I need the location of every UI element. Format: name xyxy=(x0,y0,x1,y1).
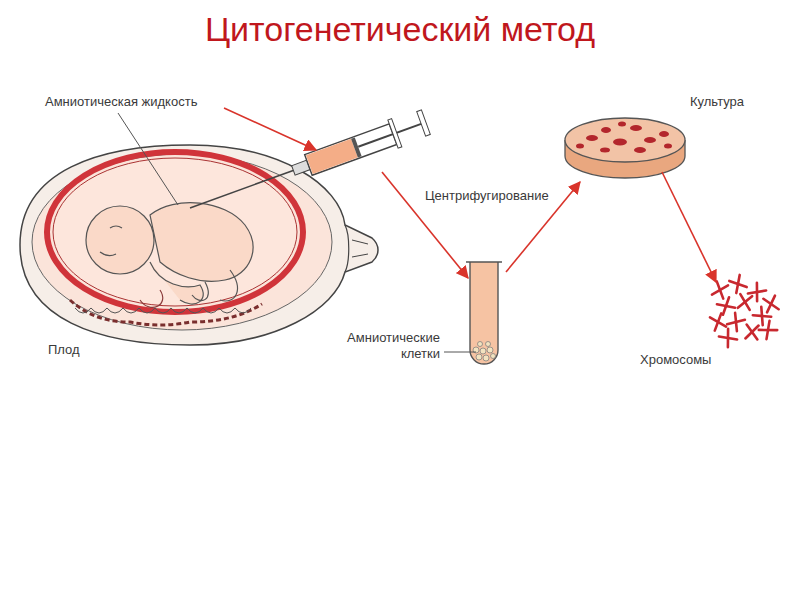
part-label: Культура xyxy=(690,94,790,110)
part-label: Плод xyxy=(48,342,128,358)
part-label: Центрифугирование xyxy=(425,188,565,204)
fetus xyxy=(86,203,253,308)
flow-arrow xyxy=(224,108,716,282)
part-label: Амниотическая жидкость xyxy=(45,94,225,110)
chromosomes xyxy=(710,275,779,347)
uterus xyxy=(20,145,378,345)
syringe xyxy=(185,108,431,222)
leader-line xyxy=(118,113,476,352)
petri-dish xyxy=(565,118,685,178)
test-tube xyxy=(466,262,502,364)
part-label: Хромосомы xyxy=(640,352,750,368)
part-label: Амниотические клетки xyxy=(334,330,440,361)
title: Цитогенетический метод xyxy=(0,10,800,49)
